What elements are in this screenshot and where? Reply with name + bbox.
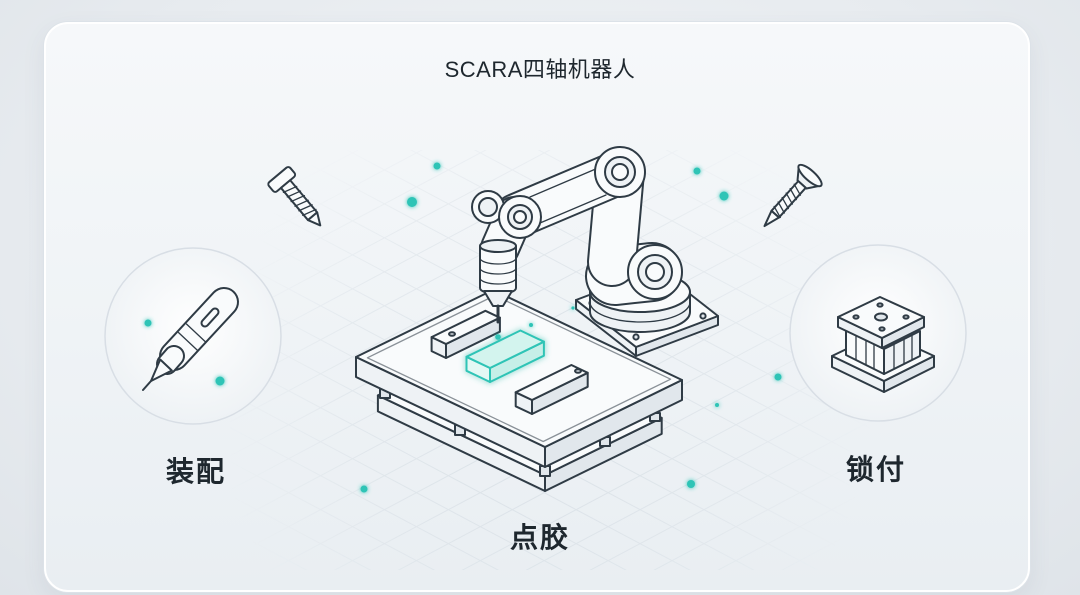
teal-dot-icon [715, 403, 719, 407]
card-title: SCARA四轴机器人 [444, 57, 636, 82]
workpiece-left-hole [448, 331, 456, 337]
dispenser-band-2 [177, 331, 199, 352]
fixture-hole-4 [878, 326, 886, 332]
fixture-hole-3 [902, 314, 910, 320]
dispenser-band-1 [185, 323, 207, 343]
right-application-badge [789, 244, 967, 422]
pan-head-screw-icon [267, 166, 322, 227]
shoulder-joint-icon [627, 244, 683, 300]
base-cylinder-ring [589, 301, 691, 323]
workpiece-right-top-face [514, 364, 589, 401]
elbow-joint-hub [611, 163, 629, 181]
effector-top [479, 239, 517, 253]
forearm-detail-line-lower [539, 194, 607, 224]
dispenser-nozzle-cone [150, 358, 173, 382]
application-label-left: 装配 [165, 456, 227, 487]
teal-dot-icon [571, 306, 575, 310]
wrist-joint-icon [498, 195, 542, 239]
wrist-side-hub [478, 197, 498, 217]
elbow-joint-icon [594, 146, 646, 198]
wrist-side-joint-icon [471, 190, 505, 224]
teal-dot-icon [529, 323, 533, 327]
nozzle-glue-drop [495, 334, 501, 340]
effector-body [479, 245, 517, 295]
screw-tip [763, 209, 780, 228]
fixture-guide-posts [855, 334, 913, 370]
workpiece-right [514, 364, 589, 415]
base-bolt-3 [632, 333, 640, 341]
forearm-detail-line [529, 167, 599, 198]
wrist-joint-hub [513, 210, 527, 224]
teal-dot-icon [144, 319, 152, 327]
screw-threads [773, 183, 802, 219]
teal-dot-icon [719, 191, 729, 201]
teal-dot-icon [407, 197, 417, 207]
glue-dispenser-icon [142, 287, 239, 391]
fixture-hole-2 [852, 314, 860, 320]
teal-dot-icon [687, 480, 695, 488]
teal-dot-icon [774, 373, 782, 381]
fixture-body-right-face [883, 330, 921, 375]
screw-tip [306, 211, 322, 227]
base-bolt-2 [699, 312, 707, 320]
fixture-center-hole [874, 312, 888, 322]
teal-particles [144, 162, 782, 493]
application-label-bottom: 点胶 [509, 522, 571, 553]
teal-dot-icon [360, 485, 368, 493]
press-fixture-icon [831, 296, 935, 393]
effector-cone [483, 290, 513, 307]
screw-threads [282, 185, 317, 217]
workpiece-right-hole [574, 368, 582, 374]
teal-dot-icon [433, 162, 441, 170]
workpiece-dispensing-target [465, 329, 545, 383]
dispenser-needle [142, 380, 152, 391]
screw-head-top [797, 163, 823, 188]
teal-dot-icon [693, 167, 701, 175]
fixture-hole-1 [876, 302, 884, 308]
shoulder-joint-hub [645, 262, 665, 282]
countersunk-screw-icon [763, 163, 823, 228]
teal-dot-icon [215, 376, 225, 386]
dispenser-collar [158, 347, 183, 373]
left-application-badge [104, 247, 282, 425]
effector-bands [479, 257, 517, 285]
workpiece-dispensing-target-top-face [465, 329, 545, 369]
application-label-right: 锁付 [845, 454, 907, 485]
dispensing-end-effector [479, 239, 517, 340]
work-table [355, 289, 683, 492]
dispenser-slot [202, 309, 218, 326]
robot-arm [471, 146, 683, 340]
